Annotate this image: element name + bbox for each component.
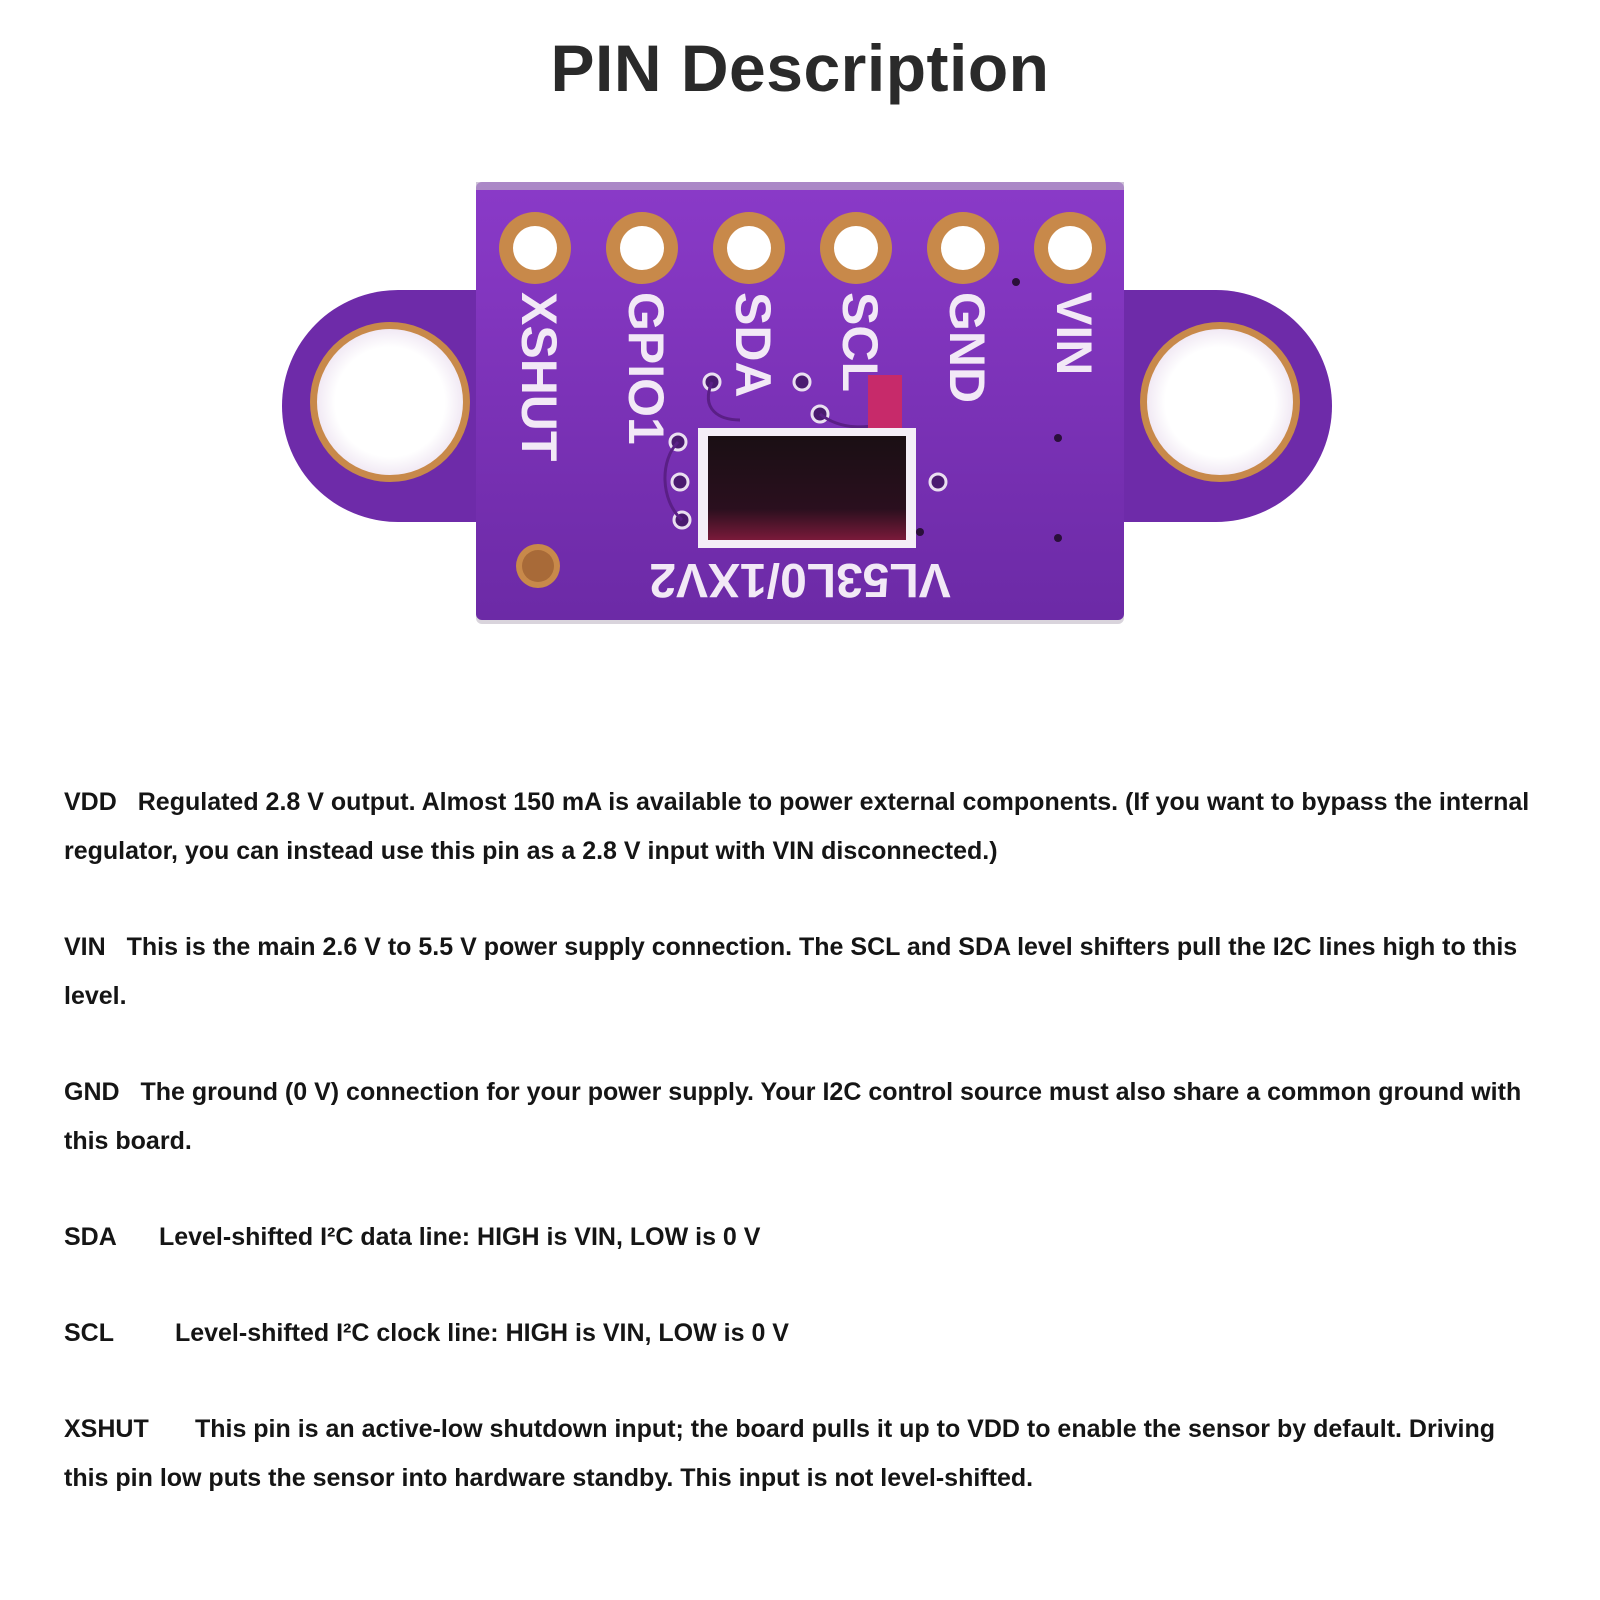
pin-label-gpio1: GPIO1 [618, 292, 674, 445]
pin-label-vin: VIN [1046, 292, 1102, 375]
pin-name: SCL [64, 1319, 114, 1347]
pin-text: Regulated 2.8 V output. Almost 150 mA is… [64, 788, 1530, 865]
pin-desc-xshut: XSHUT This pin is an active-low shutdown… [64, 1405, 1544, 1503]
pin-text: This pin is an active-low shutdown input… [64, 1415, 1496, 1492]
pin-name: SDA [64, 1223, 117, 1251]
pin-pad-gpio1 [606, 212, 678, 284]
smd-component [868, 375, 902, 435]
pin-name: VDD [64, 788, 117, 816]
pin-pad-gnd [927, 212, 999, 284]
bottom-pad [516, 544, 560, 588]
mounting-hole-left [310, 322, 470, 482]
pin-pad-xshut [499, 212, 571, 284]
sensor-board-image: XSHUT GPIO1 SDA SCL GND VIN [280, 180, 1340, 650]
pin-desc-sda: SDA Level-shifted I²C data line: HIGH is… [64, 1213, 1544, 1262]
pin-labels: XSHUT GPIO1 SDA SCL GND VIN [511, 292, 1102, 461]
pin-text: The ground (0 V) connection for your pow… [64, 1078, 1522, 1155]
pin-desc-gnd: GND The ground (0 V) connection for your… [64, 1068, 1544, 1166]
pin-label-xshut: XSHUT [511, 292, 567, 461]
pin-name: XSHUT [64, 1415, 149, 1443]
pin-pad-sda [713, 212, 785, 284]
sensor-board-svg: XSHUT GPIO1 SDA SCL GND VIN [282, 182, 1332, 624]
pin-label-gnd: GND [939, 292, 995, 403]
pin-desc-vdd: VDD Regulated 2.8 V output. Almost 150 m… [64, 778, 1544, 876]
chip-model-label: VL53L0/1XV2 [649, 553, 951, 606]
pin-desc-scl: SCL Level-shifted I²C clock line: HIGH i… [64, 1309, 1544, 1358]
pin-text: This is the main 2.6 V to 5.5 V power su… [64, 933, 1518, 1010]
pcb-board [282, 182, 1332, 624]
pin-name: VIN [64, 933, 106, 961]
pin-description-list: VDD Regulated 2.8 V output. Almost 150 m… [64, 778, 1544, 1550]
pin-pad-vin [1034, 212, 1106, 284]
pin-label-sda: SDA [725, 292, 781, 398]
sensor-chip [698, 428, 916, 548]
small-dots [916, 278, 1062, 542]
pin-desc-vin: VIN This is the main 2.6 V to 5.5 V powe… [64, 923, 1544, 1021]
pin-text: Level-shifted I²C clock line: HIGH is VI… [174, 1319, 789, 1347]
pin-text: Level-shifted I²C data line: HIGH is VIN… [158, 1223, 761, 1251]
header-pins [499, 212, 1106, 284]
page-title: PIN Description [550, 31, 1050, 105]
pin-pad-scl [820, 212, 892, 284]
mounting-hole-right [1140, 322, 1300, 482]
pin-name: GND [64, 1078, 120, 1106]
